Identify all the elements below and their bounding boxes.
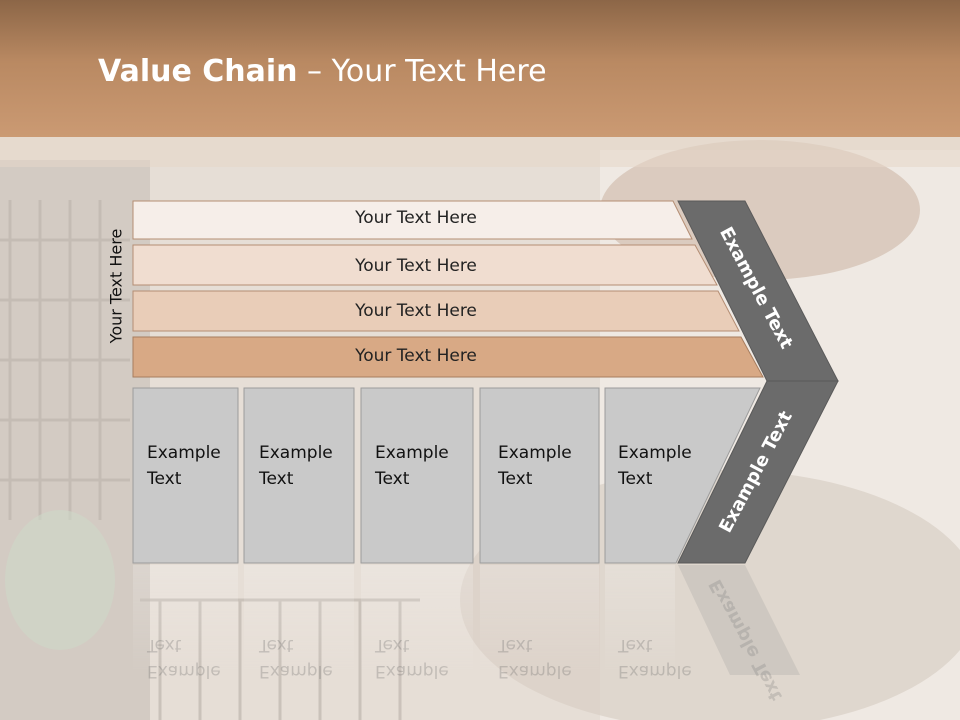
- activity-box-3-reflection: Example Text: [375, 632, 449, 684]
- title-bar: [0, 0, 960, 137]
- activity-box-2-reflection-line2: Text: [259, 635, 294, 655]
- activity-box-3[interactable]: [360, 387, 474, 564]
- activity-box-5-reflection-line2: Text: [618, 635, 653, 655]
- activity-box-5-line2: Text: [618, 469, 653, 489]
- stripe-2-label: Your Text Here: [355, 256, 477, 276]
- activity-box-4-line2: Text: [498, 469, 533, 489]
- reflection: [133, 565, 800, 675]
- arrow-lower[interactable]: [677, 380, 839, 564]
- slide-title-rest: – Your Text Here: [297, 54, 547, 89]
- stripe-2[interactable]: [132, 244, 718, 286]
- activity-box-1-reflection: Example Text: [147, 632, 221, 684]
- activity-box-4-reflection-line2: Text: [498, 635, 533, 655]
- activity-box-1-reflection-line2: Text: [147, 635, 182, 655]
- stripe-4-label: Your Text Here: [355, 346, 477, 366]
- activity-box-1-line1: Example: [147, 443, 221, 463]
- activity-box-2-line1: Example: [259, 443, 333, 463]
- stripe-1[interactable]: [132, 200, 693, 240]
- stripe-4[interactable]: [132, 336, 764, 378]
- activity-box-2-line2: Text: [259, 469, 294, 489]
- activity-box-2-reflection: Example Text: [259, 632, 333, 684]
- activity-box-5-reflection: Example Text: [618, 632, 692, 684]
- stripe-1-label: Your Text Here: [355, 208, 477, 228]
- activity-box-5-reflection-line1: Example: [618, 661, 692, 681]
- activity-box-5-line1: Example: [618, 443, 692, 463]
- activity-box-2-reflection-line1: Example: [259, 661, 333, 681]
- activity-box-3-line2: Text: [375, 469, 410, 489]
- activity-box-4-reflection: Example Text: [498, 632, 572, 684]
- slide-title[interactable]: Value Chain – Your Text Here: [98, 54, 547, 89]
- slide-title-bold: Value Chain: [98, 54, 298, 89]
- activity-box-3-reflection-line2: Text: [375, 635, 410, 655]
- activity-box-1-line2: Text: [147, 469, 182, 489]
- activity-box-5[interactable]: [604, 387, 761, 564]
- activity-box-4-reflection-line1: Example: [498, 661, 572, 681]
- stripe-3[interactable]: [132, 290, 740, 332]
- stripe-3-label: Your Text Here: [355, 301, 477, 321]
- activity-box-2[interactable]: [243, 387, 355, 564]
- activity-box-1[interactable]: [132, 387, 239, 564]
- activity-box-4[interactable]: [479, 387, 600, 564]
- activity-box-3-line1: Example: [375, 443, 449, 463]
- activity-box-3-reflection-line1: Example: [375, 661, 449, 681]
- activity-box-4-line1: Example: [498, 443, 572, 463]
- title-separator-band: [0, 137, 960, 167]
- activity-box-1-reflection-line1: Example: [147, 661, 221, 681]
